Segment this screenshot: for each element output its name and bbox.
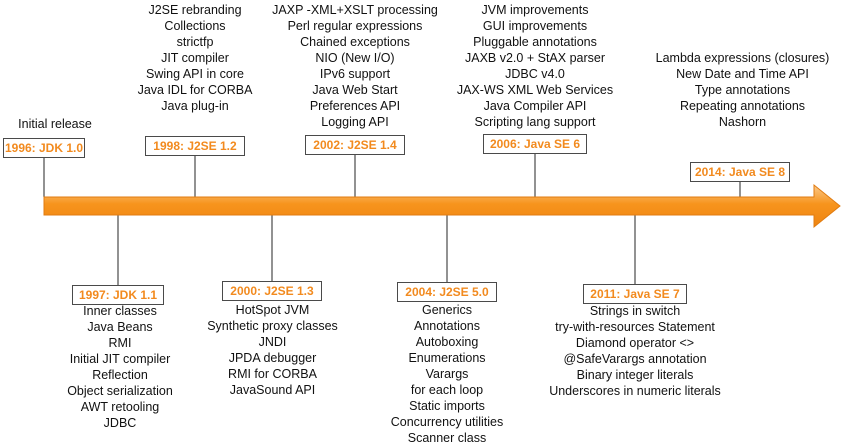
feature-item: Varargs <box>425 367 469 381</box>
feature-item: Generics <box>421 303 473 317</box>
feature-item: JDBC <box>103 416 137 430</box>
feature-item: JIT compiler <box>161 51 229 65</box>
feature-item: strictfp <box>176 35 214 49</box>
feature-item: Concurrency utilities <box>390 415 504 429</box>
feature-item: Initial JIT compiler <box>69 352 171 366</box>
feature-item: Pluggable annotations <box>473 35 597 49</box>
feature-item: Diamond operator <> <box>575 336 695 350</box>
feature-item: J2SE rebranding <box>148 3 242 17</box>
feature-item: Type annotations <box>694 83 791 97</box>
release-label-j2se-1-2: 1998: J2SE 1.2 <box>145 136 245 156</box>
feature-item: Scripting lang support <box>474 115 596 129</box>
feature-item: Preferences API <box>309 99 401 113</box>
feature-item: Collections <box>164 19 226 33</box>
feature-list-j2se-1-3: HotSpot JVM Synthetic proxy classes JNDI… <box>185 302 360 398</box>
feature-item: Java Web Start <box>312 83 398 97</box>
feature-item: Nashorn <box>718 115 767 129</box>
release-label-j2se-1-3: 2000: J2SE 1.3 <box>222 281 322 301</box>
feature-item: Java IDL for CORBA <box>137 83 253 97</box>
feature-list-java-se-6: JVM improvements GUI improvements Plugga… <box>445 2 625 130</box>
feature-item: Object serialization <box>67 384 173 398</box>
feature-item: Initial release <box>18 117 92 131</box>
feature-item: Perl regular expressions <box>287 19 423 33</box>
feature-item: GUI improvements <box>482 19 588 33</box>
feature-item: JAX-WS XML Web Services <box>456 83 614 97</box>
feature-item: for each loop <box>410 383 484 397</box>
feature-item: Inner classes <box>83 304 157 318</box>
feature-item: Java plug-in <box>161 99 229 113</box>
release-label-java-se-7: 2011: Java SE 7 <box>583 284 687 304</box>
release-label-j2se-1-4: 2002: J2SE 1.4 <box>305 135 405 155</box>
feature-item: HotSpot JVM <box>235 303 310 317</box>
feature-item: Enumerations <box>408 351 486 365</box>
feature-item: JAXP -XML+XSLT processing <box>272 3 438 17</box>
release-label-j2se-5-0: 2004: J2SE 5.0 <box>397 282 497 302</box>
release-label-java-se-6: 2006: Java SE 6 <box>483 134 587 154</box>
feature-item: JVM improvements <box>481 3 589 17</box>
feature-item: try-with-resources Statement <box>555 320 715 334</box>
feature-item: Underscores in numeric literals <box>549 384 721 398</box>
feature-item: Autoboxing <box>415 335 479 349</box>
feature-item: New Date and Time API <box>676 67 809 81</box>
feature-item: JDBC v4.0 <box>505 67 565 81</box>
feature-item: Java Beans <box>87 320 153 334</box>
feature-item: Binary integer literals <box>576 368 694 382</box>
feature-item: Repeating annotations <box>679 99 806 113</box>
feature-item: Static imports <box>409 399 485 413</box>
feature-item: JAXB v2.0 + StAX parser <box>465 51 605 65</box>
feature-item: Strings in switch <box>589 304 681 318</box>
feature-item: Java Compiler API <box>483 99 587 113</box>
feature-item: Synthetic proxy classes <box>207 319 338 333</box>
release-label-jdk-1-0: 1996: JDK 1.0 <box>3 138 85 158</box>
feature-item: IPv6 support <box>319 67 391 81</box>
feature-item: Scanner class <box>407 431 487 445</box>
feature-item: Lambda expressions (closures) <box>655 51 830 65</box>
feature-list-j2se-1-2: J2SE rebranding Collections strictfp JIT… <box>110 2 280 114</box>
feature-item: AWT retooling <box>80 400 160 414</box>
feature-item: JPDA debugger <box>228 351 317 365</box>
feature-list-jdk-1-0: Initial release <box>0 116 110 132</box>
feature-item: @SafeVarargs annotation <box>563 352 707 366</box>
timeline-arrow <box>43 183 841 229</box>
feature-item: Chained exceptions <box>300 35 410 49</box>
feature-list-jdk-1-1: Inner classes Java Beans RMI Initial JIT… <box>30 303 210 431</box>
feature-item: Reflection <box>92 368 148 382</box>
feature-item: Swing API in core <box>146 67 244 81</box>
feature-item: NIO (New I/O) <box>315 51 395 65</box>
feature-item: RMI <box>108 336 132 350</box>
release-label-java-se-8: 2014: Java SE 8 <box>690 162 790 182</box>
feature-item: JNDI <box>258 335 287 349</box>
feature-list-java-se-7: Strings in switch try-with-resources Sta… <box>530 303 740 399</box>
release-label-jdk-1-1: 1997: JDK 1.1 <box>72 285 164 305</box>
feature-list-j2se-1-4: JAXP -XML+XSLT processing Perl regular e… <box>255 2 455 130</box>
feature-item: Logging API <box>321 115 389 129</box>
feature-item: JavaSound API <box>229 383 316 397</box>
connector-lines <box>43 154 741 285</box>
feature-item: RMI for CORBA <box>228 367 317 381</box>
feature-item: Annotations <box>413 319 481 333</box>
feature-list-j2se-5-0: Generics Annotations Autoboxing Enumerat… <box>372 302 522 446</box>
feature-list-java-se-8: Lambda expressions (closures) New Date a… <box>645 50 840 130</box>
